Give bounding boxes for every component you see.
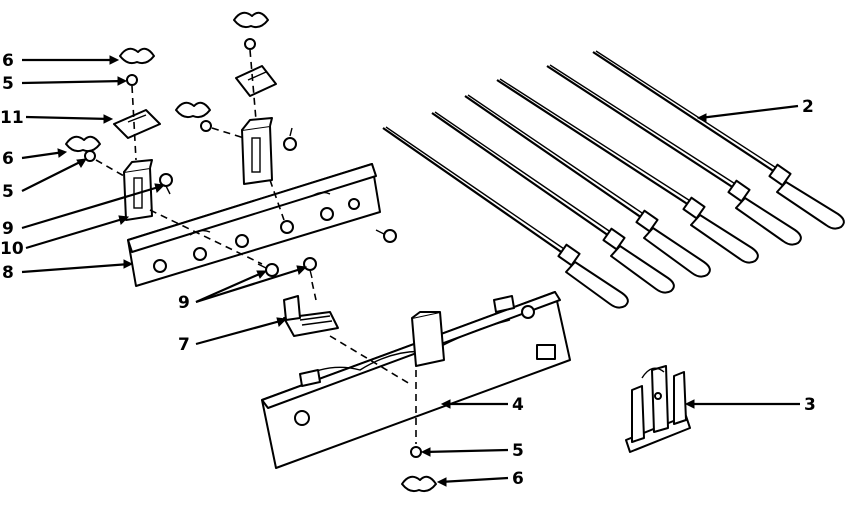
callout-2: 2 [802, 97, 814, 117]
callout-6: 6 [2, 149, 14, 169]
callout-8: 8 [2, 263, 14, 283]
skewer [464, 94, 711, 278]
assembly-lines [95, 49, 417, 444]
callout-3: 3 [804, 395, 816, 415]
callout-5: 5 [2, 74, 14, 94]
callout-6: 6 [2, 51, 14, 71]
screw [283, 127, 297, 151]
stand-bracket [625, 365, 691, 453]
skewer [431, 111, 675, 294]
washer [200, 120, 212, 132]
upper-bracket-bar [127, 163, 381, 287]
callout-labels: 6 5 11 6 5 9 10 8 9 7 2 3 4 5 6 [0, 51, 816, 489]
washer [84, 150, 96, 162]
screw [375, 229, 397, 243]
wing-nut [119, 47, 155, 65]
main-support-bar [261, 291, 571, 469]
washer [410, 446, 422, 458]
clamp-plate-centre [235, 65, 277, 97]
skewer-holder-bracket [283, 295, 339, 337]
skewer-group [382, 50, 845, 309]
callout-5: 5 [512, 441, 524, 461]
skewer [382, 126, 629, 309]
wing-nut [65, 135, 101, 153]
screw [303, 257, 317, 279]
wing-nut [233, 11, 269, 29]
callout-leaders [21, 55, 800, 487]
slotted-upright-centre [241, 117, 273, 185]
callout-9: 9 [2, 219, 14, 239]
callout-4: 4 [512, 395, 524, 415]
wing-nut [175, 101, 211, 119]
callout-10: 10 [0, 239, 24, 259]
screw [257, 263, 279, 277]
wing-nut [401, 475, 437, 493]
clamp-plate-left [113, 109, 161, 139]
screw [159, 173, 173, 195]
skewer [496, 78, 759, 264]
callout-6: 6 [512, 469, 524, 489]
callout-11: 11 [0, 108, 24, 128]
callout-9: 9 [178, 293, 190, 313]
skewer [546, 64, 802, 246]
washer [126, 74, 138, 86]
callout-7: 7 [178, 335, 190, 355]
washer [244, 38, 256, 50]
skewer [592, 50, 845, 230]
callout-5: 5 [2, 182, 14, 202]
